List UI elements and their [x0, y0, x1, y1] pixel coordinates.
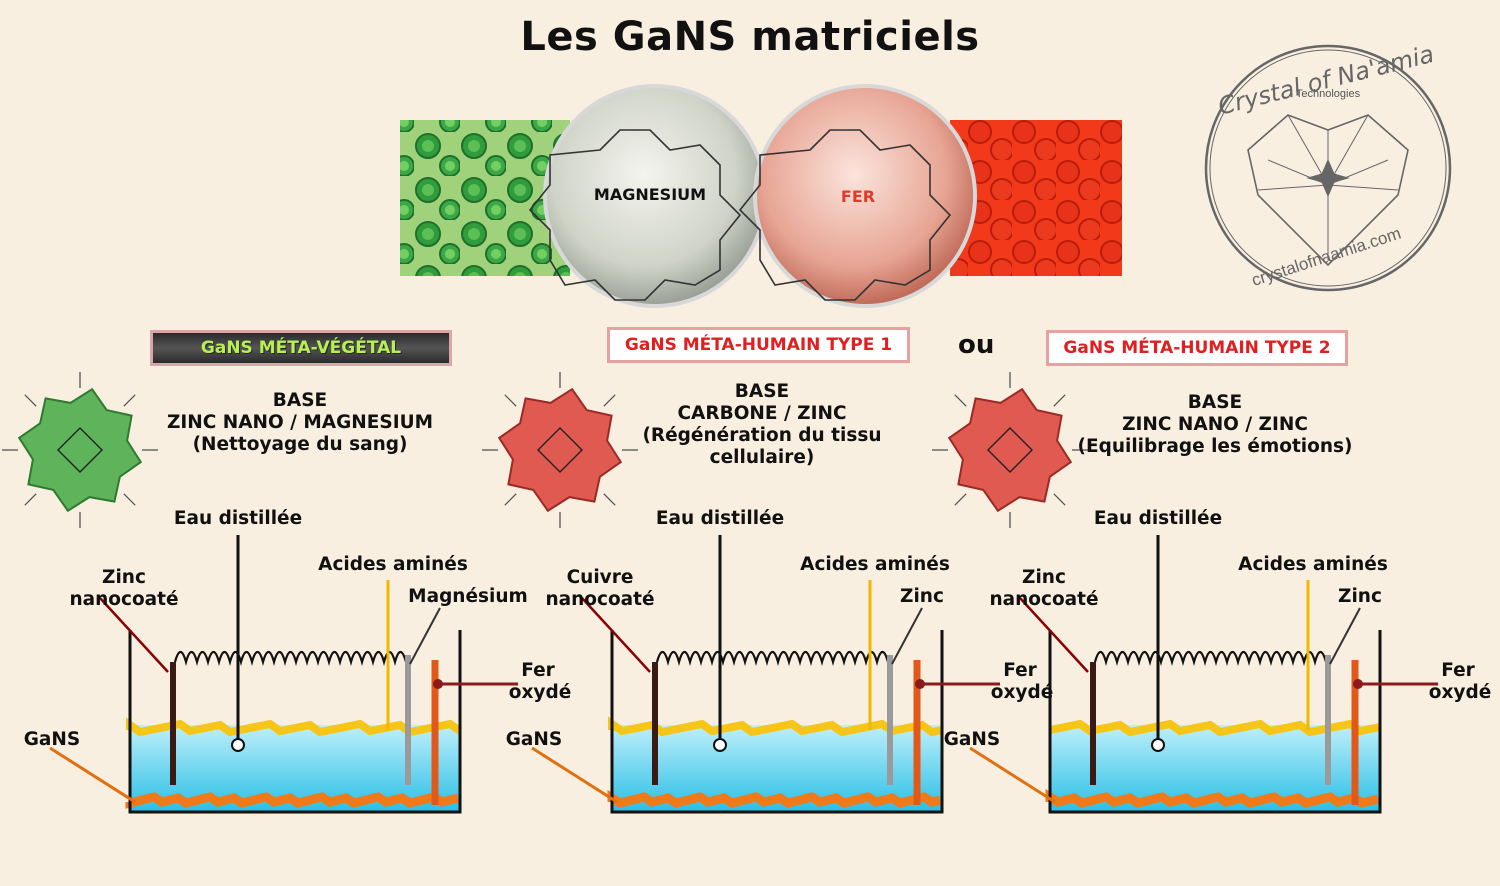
- base-line: CARBONE / ZINC: [677, 403, 847, 424]
- magnesium-label: MAGNESIUM: [594, 185, 706, 204]
- gans-label: GaNS: [506, 729, 562, 750]
- fer-pointer-dot: [433, 679, 443, 689]
- coat-label-line-1: Zinc: [102, 567, 146, 588]
- molecule-bond: [603, 493, 616, 506]
- molecule-ring: [17, 387, 143, 513]
- base-line: cellulaire): [709, 447, 815, 468]
- coat-pointer: [581, 597, 651, 673]
- probe-tip: [231, 738, 245, 752]
- eau-distillee-label: Eau distillée: [1094, 508, 1222, 529]
- gans-sediment: [125, 792, 460, 809]
- molecule-core: [987, 427, 1033, 473]
- molecule-core: [537, 427, 583, 473]
- fer-label-line-1: Fer: [1003, 660, 1037, 681]
- fer-label-line-1: Fer: [1441, 660, 1475, 681]
- acides-amines-label: Acides aminés: [318, 554, 468, 575]
- tank-2: [610, 630, 944, 814]
- base-line: ZINC NANO / MAGNESIUM: [166, 412, 434, 433]
- molecule-bond: [504, 394, 517, 407]
- base-line: (Nettoyage du sang): [192, 434, 408, 455]
- metal-pointer: [1329, 607, 1361, 665]
- coat-label-line-2: nanocoaté: [989, 589, 1098, 610]
- fer-label: FER: [841, 187, 875, 206]
- metal-pointer: [891, 607, 923, 665]
- metal-label: Zinc: [1338, 586, 1382, 607]
- molecule-bond: [603, 394, 616, 407]
- molecule-bond: [954, 394, 967, 407]
- gans-sediment: [1045, 788, 1380, 808]
- logo-url: crystalofnaamia.com: [1249, 224, 1403, 290]
- base-line: (Equilibrage les émotions): [1077, 436, 1353, 457]
- banner-meta-vegetal: GaNS MÉTA-VÉGÉTAL: [150, 330, 452, 366]
- porphyrin-molecule-2: [482, 372, 638, 528]
- header-image-strip: [400, 84, 1122, 308]
- fer-label-line-2: oxydé: [509, 682, 572, 703]
- gans-pointer: [531, 746, 618, 804]
- amino-acid-layer: [126, 717, 463, 737]
- main-title: Les GaNS matriciels: [520, 14, 980, 60]
- coil-wire: [173, 650, 408, 667]
- molecule-bond: [123, 394, 136, 407]
- molecule-ring: [497, 387, 623, 513]
- ou-label: ou: [958, 330, 995, 360]
- fer-pointer-dot: [1353, 679, 1363, 689]
- molecule-bond: [24, 394, 37, 407]
- amino-acid-layer: [608, 716, 943, 737]
- fer-label-line-2: oxydé: [991, 682, 1054, 703]
- fer-pointer-dot: [915, 679, 925, 689]
- base-line: BASE: [734, 381, 790, 402]
- eau-distillee-label: Eau distillée: [174, 508, 302, 529]
- coat-pointer: [1019, 597, 1089, 673]
- molecule-ring: [947, 387, 1073, 513]
- coat-pointer: [99, 597, 169, 673]
- coat-label-line-1: Zinc: [1022, 567, 1066, 588]
- gans-sediment: [607, 789, 942, 808]
- coat-label-line-1: Cuivre: [567, 567, 634, 588]
- base-line: BASE: [1187, 392, 1243, 413]
- acides-amines-label: Acides aminés: [800, 554, 950, 575]
- coat-label-line-2: nanocoaté: [545, 589, 654, 610]
- probe-tip: [713, 738, 727, 752]
- logo-sub: Technologies: [1296, 88, 1361, 100]
- fer-label-line-2: oxydé: [1429, 682, 1492, 703]
- gans-pointer: [969, 746, 1056, 804]
- metal-pointer: [409, 607, 441, 665]
- fer-label-line-1: Fer: [521, 660, 555, 681]
- coat-label-line-2: nanocoaté: [69, 589, 178, 610]
- molecule-core: [57, 427, 103, 473]
- tank-3: [1048, 630, 1382, 814]
- coil-wire: [1093, 650, 1328, 667]
- molecule-bond: [1053, 493, 1066, 506]
- tank-1: [128, 630, 462, 814]
- molecule-bond: [1053, 394, 1066, 407]
- base-text-type-2: BASE ZINC NANO / ZINC (Equilibrage les é…: [1065, 392, 1365, 458]
- molecule-bond: [24, 493, 37, 506]
- metal-label: Zinc: [900, 586, 944, 607]
- gans-label: GaNS: [24, 729, 80, 750]
- base-line: ZINC NANO / ZINC: [1122, 414, 1308, 435]
- eau-distillee-label: Eau distillée: [656, 508, 784, 529]
- molecule-bond: [954, 493, 967, 506]
- base-line: (Régénération du tissu: [642, 425, 882, 446]
- porphyrin-molecule-1: [2, 372, 158, 528]
- molecule-bond: [504, 493, 517, 506]
- porphyrin-molecule-3: [932, 372, 1088, 528]
- molecule-bond: [123, 493, 136, 506]
- gans-pointer: [49, 746, 136, 804]
- brand-logo: [1204, 44, 1452, 292]
- gans-label: GaNS: [944, 729, 1000, 750]
- probe-tip: [1151, 738, 1165, 752]
- coil-wire: [655, 650, 890, 667]
- metal-label: Magnésium: [408, 586, 528, 607]
- acides-amines-label: Acides aminés: [1238, 554, 1388, 575]
- banner-meta-humain-type-2: GaNS MÉTA-HUMAIN TYPE 2: [1046, 330, 1348, 366]
- base-line: BASE: [272, 390, 328, 411]
- base-text-type-1: BASE CARBONE / ZINC (Régénération du tis…: [612, 381, 912, 469]
- base-text-vegetal: BASE ZINC NANO / MAGNESIUM (Nettoyage du…: [150, 390, 450, 456]
- banner-meta-humain-type-1: GaNS MÉTA-HUMAIN TYPE 1: [607, 327, 910, 363]
